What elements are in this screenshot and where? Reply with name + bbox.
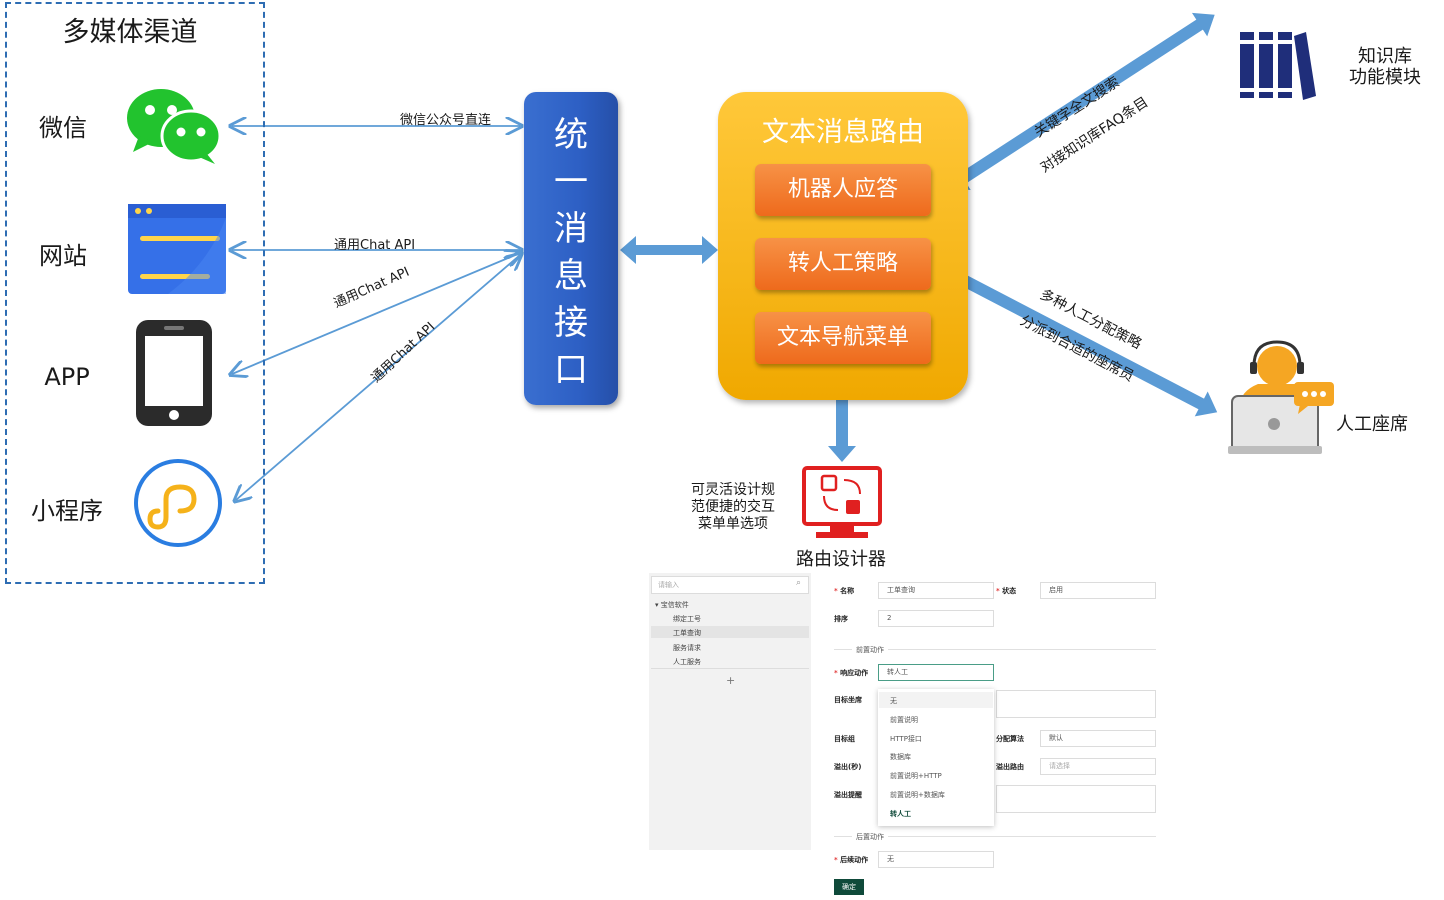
- form-overflow-tip-input[interactable]: [996, 785, 1156, 813]
- router-item-nav-menu: 文本导航菜单: [755, 312, 931, 364]
- edge-label-website: 通用Chat API: [334, 238, 416, 253]
- routing-designer-icon: [802, 466, 882, 538]
- post-section-divider: [834, 836, 1156, 837]
- wechat-icon: [127, 89, 221, 164]
- headset-agent-icon: [1228, 340, 1334, 454]
- tree-item[interactable]: 绑定工号: [673, 615, 701, 623]
- form-name-input[interactable]: 工单查询: [878, 582, 994, 599]
- form-post-select[interactable]: 无: [878, 851, 994, 868]
- router-title: 文本消息路由: [762, 117, 924, 148]
- tree-root[interactable]: ▾ 宝信软件: [655, 601, 689, 609]
- search-icon[interactable]: ⌕: [796, 578, 802, 588]
- response-dropdown-menu: [878, 689, 994, 826]
- arrow-router-agent: [944, 265, 1218, 417]
- channel-label-website: 网站: [39, 242, 87, 270]
- form-overflow-route-select[interactable]: 请选择: [1040, 758, 1156, 775]
- form-overflow-sec-label: 溢出(秒): [834, 763, 862, 771]
- unified-interface-box: [524, 92, 618, 405]
- channel-label-miniprogram: 小程序: [31, 497, 103, 525]
- form-algo-label: 分配算法: [996, 735, 1024, 743]
- channel-label-wechat: 微信: [39, 114, 87, 142]
- form-post-label: * 后续动作: [834, 856, 869, 864]
- dropdown-option[interactable]: HTTP接口: [890, 735, 922, 743]
- designer-label: 路由设计器: [796, 549, 886, 570]
- tree-item[interactable]: 人工服务: [673, 658, 701, 666]
- router-item-transfer-agent: 转人工策略: [755, 238, 931, 290]
- knowledge-label: 知识库 功能模块: [1349, 46, 1421, 88]
- dropdown-option[interactable]: 前置说明+HTTP: [890, 772, 942, 780]
- dropdown-option-selected[interactable]: 转人工: [890, 810, 911, 818]
- form-target-seat-label: 目标坐席: [834, 696, 862, 704]
- arrow-interface-router: [620, 236, 718, 264]
- arrow-router-knowledge: [948, 12, 1215, 190]
- mini-program-icon: [134, 459, 222, 547]
- form-overflow-route-label: 溢出路由: [996, 763, 1024, 771]
- library-books-icon: [1240, 32, 1316, 100]
- channels-title: 多媒体渠道: [62, 17, 198, 48]
- tree-selected-row: [651, 626, 809, 638]
- router-item-robot-reply: 机器人应答: [755, 164, 931, 216]
- form-response-label: * 响应动作: [834, 669, 869, 677]
- tree-add-button[interactable]: +: [726, 674, 736, 687]
- dropdown-option[interactable]: 数据库: [890, 753, 911, 761]
- dropdown-option[interactable]: 前置说明: [890, 716, 918, 724]
- mobile-app-icon: [136, 320, 212, 426]
- form-target-group-label: 目标组: [834, 735, 855, 743]
- arrow-app: [232, 253, 520, 374]
- edge-label-wechat: 微信公众号直连: [400, 113, 492, 128]
- form-order-input[interactable]: 2: [878, 610, 994, 627]
- form-order-label: 排序: [834, 615, 848, 623]
- arrow-router-designer: [828, 370, 856, 462]
- designer-tree-panel: [649, 573, 811, 850]
- channels-group: [5, 2, 265, 584]
- form-algo-select[interactable]: 默认: [1040, 730, 1156, 747]
- dropdown-hover-row: [879, 692, 993, 708]
- designer-note: 可灵活设计规 范便捷的交互 菜单单选项: [691, 482, 775, 532]
- unified-interface-label: 统 一 消 息 接 口: [554, 115, 588, 390]
- post-section-title: 后置动作: [852, 832, 888, 842]
- channel-label-app: APP: [44, 363, 90, 391]
- pre-section-divider: [834, 649, 1156, 650]
- tree-search-input[interactable]: 请输入: [651, 576, 809, 594]
- pre-section-title: 前置动作: [852, 645, 888, 655]
- tree-item[interactable]: 工单查询: [673, 629, 701, 637]
- form-status-select[interactable]: 启用: [1040, 582, 1156, 599]
- tree-item[interactable]: 服务请求: [673, 644, 701, 652]
- form-response-select[interactable]: 转人工: [878, 664, 994, 681]
- tree-divider: [651, 668, 809, 669]
- form-name-label: * 名称: [834, 587, 855, 595]
- form-target-seat-input[interactable]: [996, 690, 1156, 718]
- confirm-button[interactable]: 确定: [834, 879, 864, 895]
- dropdown-option[interactable]: 前置说明+数据库: [890, 791, 945, 799]
- agent-label: 人工座席: [1336, 414, 1408, 435]
- website-icon: [128, 204, 226, 294]
- form-status-label: * 状态: [996, 587, 1017, 595]
- dropdown-option[interactable]: 无: [890, 697, 897, 705]
- form-overflow-tip-label: 溢出提醒: [834, 791, 862, 799]
- arrow-miniprogram: [236, 255, 520, 500]
